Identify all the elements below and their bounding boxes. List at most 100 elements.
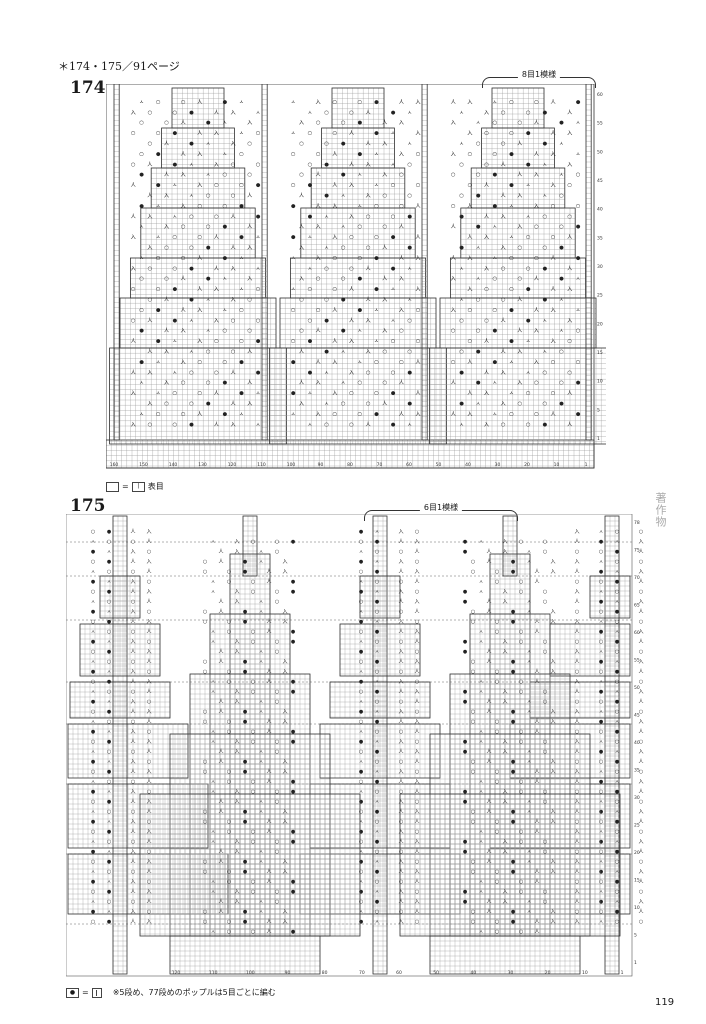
stitch-symbol: ○ bbox=[615, 529, 619, 535]
stitch-symbol: 入 bbox=[550, 709, 555, 715]
stitch-symbol: ○ bbox=[275, 799, 279, 805]
stitch-symbol: ○ bbox=[251, 579, 255, 585]
stitch-symbol: ● bbox=[243, 559, 248, 565]
stitch-symbol: ○ bbox=[316, 120, 321, 126]
stitch-symbol: ○ bbox=[415, 709, 419, 715]
stitch-symbol: ㅅ bbox=[291, 99, 296, 105]
stitch-symbol: ○ bbox=[173, 235, 178, 241]
stitch-symbol: 入 bbox=[550, 769, 555, 775]
stitch-symbol: 入 bbox=[484, 235, 489, 241]
stitch-symbol: 人 bbox=[486, 759, 491, 765]
stitch-symbol: ○ bbox=[156, 131, 161, 137]
stitch-symbol: ● bbox=[599, 539, 604, 545]
stitch-symbol: 人 bbox=[147, 161, 152, 168]
stitch-symbol: ○ bbox=[615, 799, 619, 805]
stitch-symbol: 人 bbox=[638, 579, 643, 585]
stitch-symbol: 入 bbox=[399, 120, 404, 126]
stitch-symbol: ● bbox=[459, 214, 464, 220]
stitch-symbol: ○ bbox=[519, 929, 523, 935]
stitch-symbol: ○ bbox=[551, 235, 556, 241]
grid-outline bbox=[421, 84, 428, 441]
grid-outline bbox=[585, 84, 592, 441]
stitch-symbol: ㅅ bbox=[222, 120, 227, 126]
stitch-symbol: ○ bbox=[251, 779, 255, 785]
stitch-symbol: ○ bbox=[227, 569, 231, 575]
stitch-symbol: ○ bbox=[203, 909, 207, 915]
stitch-symbol: ○ bbox=[291, 183, 296, 189]
stitch-symbol: 入 bbox=[398, 529, 403, 535]
stitch-symbol: ● bbox=[542, 110, 547, 116]
stitch-symbol: ㅅ bbox=[559, 172, 564, 178]
stitch-symbol: ㅅ bbox=[476, 120, 481, 126]
stitch-symbol: 入 bbox=[234, 889, 239, 895]
stitch-symbol: 入 bbox=[398, 889, 403, 895]
stitch-symbol: ○ bbox=[471, 559, 475, 565]
chart-175-repeat-label: 6目1模様 bbox=[419, 502, 463, 513]
stitch-symbol: ○ bbox=[459, 349, 464, 355]
column-number: 20 bbox=[545, 970, 551, 976]
stitch-symbol: ㅅ bbox=[307, 422, 312, 428]
stitch-symbol: 入 bbox=[282, 909, 287, 915]
grid-block bbox=[585, 84, 592, 440]
stitch-symbol: ㅅ bbox=[259, 659, 264, 665]
stitch-symbol: ○ bbox=[599, 849, 603, 855]
stitch-symbol: ● bbox=[291, 739, 296, 745]
stitch-symbol: ● bbox=[463, 799, 468, 805]
stitch-symbol: ● bbox=[91, 579, 96, 585]
stitch-symbol: ● bbox=[291, 235, 296, 241]
stitch-symbol: ㅅ bbox=[156, 235, 161, 241]
stitch-symbol: ● bbox=[459, 401, 464, 407]
stitch-symbol: ㅅ bbox=[559, 328, 564, 334]
stitch-symbol: ㅅ bbox=[107, 849, 112, 855]
stitch-symbol: 人 bbox=[414, 819, 419, 825]
stitch-symbol: ● bbox=[359, 769, 364, 775]
stitch-symbol: 入 bbox=[146, 559, 151, 565]
stitch-symbol: ● bbox=[91, 819, 96, 825]
stitch-symbol: ㅅ bbox=[359, 759, 364, 765]
stitch-symbol: 入 bbox=[146, 769, 151, 775]
stitch-symbol: ○ bbox=[214, 214, 219, 220]
stitch-symbol: ● bbox=[156, 151, 161, 157]
stitch-symbol: 人 bbox=[214, 265, 219, 272]
stitch-symbol: 人 bbox=[130, 679, 135, 685]
stitch-symbol: 入 bbox=[234, 739, 239, 745]
stitch-symbol: ● bbox=[599, 779, 604, 785]
stitch-symbol: ○ bbox=[197, 391, 202, 397]
grid-block bbox=[339, 623, 421, 676]
stitch-symbol: ○ bbox=[291, 307, 296, 313]
stitch-symbol: ● bbox=[173, 162, 178, 168]
stitch-symbol: ㅅ bbox=[206, 141, 211, 147]
stitch-symbol: 入 bbox=[415, 131, 420, 137]
stitch-symbol: 入 bbox=[282, 859, 287, 865]
stitch-symbol: ㅅ bbox=[107, 879, 112, 885]
stitch-symbol: ● bbox=[189, 141, 194, 147]
stitch-symbol: 人 bbox=[638, 729, 643, 735]
stitch-symbol: ○ bbox=[357, 99, 362, 105]
stitch-symbol: 入 bbox=[131, 422, 136, 428]
stitch-symbol: ○ bbox=[615, 649, 619, 655]
stitch-symbol: ㅅ bbox=[359, 609, 364, 615]
bobble-symbol-icon bbox=[91, 987, 102, 998]
stitch-symbol: ○ bbox=[275, 539, 279, 545]
stitch-symbol: ○ bbox=[341, 401, 346, 407]
stitch-symbol: ● bbox=[308, 370, 313, 376]
stitch-symbol: 入 bbox=[398, 919, 403, 925]
stitch-symbol: ㅅ bbox=[479, 639, 484, 645]
stitch-symbol: ㅅ bbox=[359, 909, 364, 915]
stitch-symbol: 人 bbox=[146, 719, 151, 725]
stitch-symbol: 入 bbox=[550, 307, 555, 313]
row-number: 78 bbox=[634, 520, 640, 526]
stitch-symbol: 入 bbox=[638, 839, 643, 845]
stitch-symbol: ㅅ bbox=[307, 391, 312, 397]
stitch-symbol: ● bbox=[107, 619, 112, 625]
stitch-symbol: ○ bbox=[227, 719, 231, 725]
stitch-symbol: 入 bbox=[502, 649, 507, 655]
stitch-symbol: ○ bbox=[359, 569, 363, 575]
stitch-symbol: ㅅ bbox=[357, 203, 362, 209]
stitch-symbol: ㅅ bbox=[359, 849, 364, 855]
stitch-symbol: ○ bbox=[107, 779, 111, 785]
stitch-symbol: ㅅ bbox=[615, 749, 620, 755]
stitch-symbol: ○ bbox=[519, 629, 523, 635]
stitch-symbol: ㅅ bbox=[259, 559, 264, 565]
